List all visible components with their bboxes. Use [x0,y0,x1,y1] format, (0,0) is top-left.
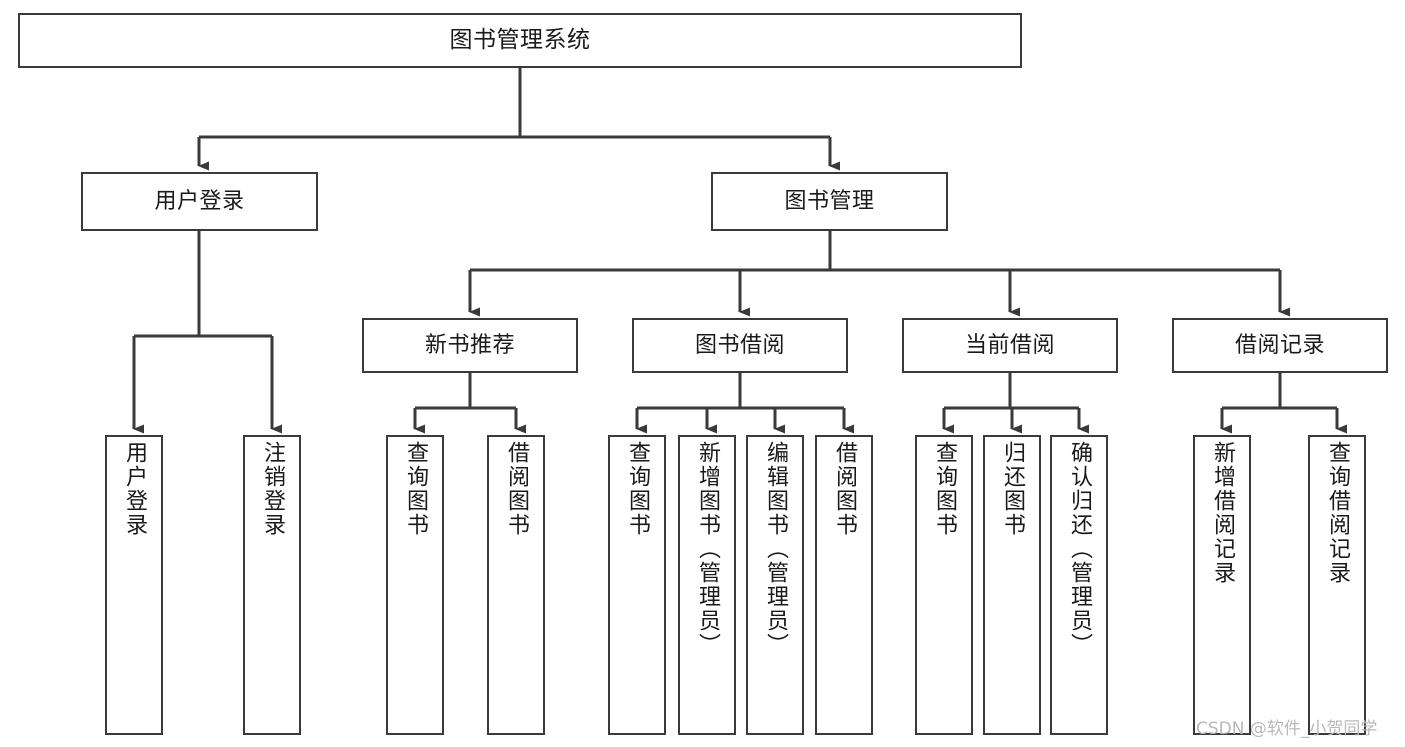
node-leaf-record-query-label: 查询借阅记录 [1325,441,1350,585]
node-leaf-borrow-edit-label: 编辑图书（管理员） [763,441,788,657]
node-leaf-borrow-query-label: 查询图书 [625,441,650,537]
node-leaf-user-logout[interactable]: 注销登录 [243,435,301,735]
node-leaf-current-query-label: 查询图书 [932,441,957,537]
node-leaf-current-return-label: 归还图书 [1000,441,1025,537]
node-leaf-newbook-borrow[interactable]: 借阅图书 [487,435,545,735]
node-new-book-recommend[interactable]: 新书推荐 [362,318,578,373]
node-new-book-recommend-label: 新书推荐 [424,332,515,358]
node-book-management-module-label: 图书管理 [784,188,875,214]
node-current-borrow[interactable]: 当前借阅 [902,318,1118,373]
node-borrow-record-label: 借阅记录 [1234,332,1325,358]
node-leaf-newbook-query[interactable]: 查询图书 [386,435,444,735]
node-leaf-borrow-add[interactable]: 新增图书（管理员） [678,435,736,735]
node-current-borrow-label: 当前借阅 [964,332,1055,358]
node-leaf-user-login[interactable]: 用户登录 [105,435,163,735]
node-leaf-borrow-edit[interactable]: 编辑图书（管理员） [746,435,804,735]
node-book-management-module[interactable]: 图书管理 [711,172,948,231]
node-leaf-borrow-lend-label: 借阅图书 [832,441,857,537]
node-leaf-record-add-label: 新增借阅记录 [1210,441,1235,585]
csdn-watermark: CSDN @软件_小贺同学 [1196,719,1378,739]
node-book-borrow[interactable]: 图书借阅 [632,318,848,373]
node-leaf-current-confirm-label: 确认归还（管理员） [1067,441,1092,657]
node-user-login-module-label: 用户登录 [154,188,245,214]
node-leaf-borrow-query[interactable]: 查询图书 [608,435,666,735]
node-borrow-record[interactable]: 借阅记录 [1172,318,1388,373]
node-leaf-user-logout-label: 注销登录 [260,441,285,537]
node-root-label: 图书管理系统 [449,27,591,54]
node-root[interactable]: 图书管理系统 [18,13,1022,68]
node-leaf-record-query[interactable]: 查询借阅记录 [1308,435,1366,735]
node-leaf-newbook-borrow-label: 借阅图书 [504,441,529,537]
node-leaf-borrow-add-label: 新增图书（管理员） [695,441,720,657]
node-leaf-user-login-label: 用户登录 [122,441,147,537]
node-leaf-current-return[interactable]: 归还图书 [983,435,1041,735]
node-leaf-current-confirm[interactable]: 确认归还（管理员） [1050,435,1108,735]
node-user-login-module[interactable]: 用户登录 [81,172,318,231]
node-leaf-current-query[interactable]: 查询图书 [915,435,973,735]
node-leaf-record-add[interactable]: 新增借阅记录 [1193,435,1251,735]
node-leaf-newbook-query-label: 查询图书 [403,441,428,537]
node-leaf-borrow-lend[interactable]: 借阅图书 [815,435,873,735]
node-book-borrow-label: 图书借阅 [694,332,785,358]
